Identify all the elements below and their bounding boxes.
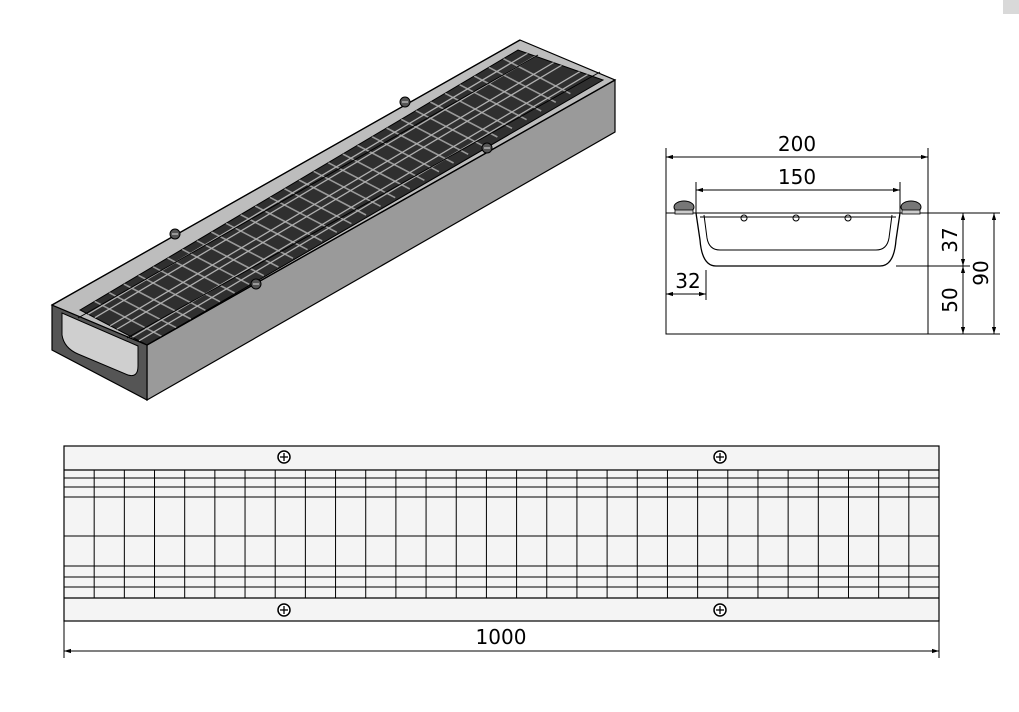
dim-grate-depth: 37 [938,227,962,252]
bolt-icon [900,200,922,215]
bolt-icon [277,450,291,464]
top-grate-bars [64,470,939,598]
bolt-icon [713,450,727,464]
dim-base-height: 50 [938,287,962,312]
dim-flange: 32 [675,269,700,293]
bolt-icon [481,142,493,154]
top-view: 1000 [63,445,940,658]
dim-inner-width: 150 [778,165,816,189]
dim-length: 1000 [476,625,527,649]
bolt-icon [169,228,181,240]
corner-tab [1003,0,1019,14]
bolt-icon [250,278,262,290]
cross-section-view: 200 150 32 37 50 90 [665,132,1000,335]
bolt-icon [713,603,727,617]
bolt-icon [277,603,291,617]
dim-total-height: 90 [969,260,993,285]
bolt-icon [399,96,411,108]
bolt-icon [673,200,695,215]
grate-area [78,49,605,346]
channel-end-cutout [61,312,139,377]
dim-overall-width: 200 [778,132,816,156]
isometric-view [50,39,617,402]
